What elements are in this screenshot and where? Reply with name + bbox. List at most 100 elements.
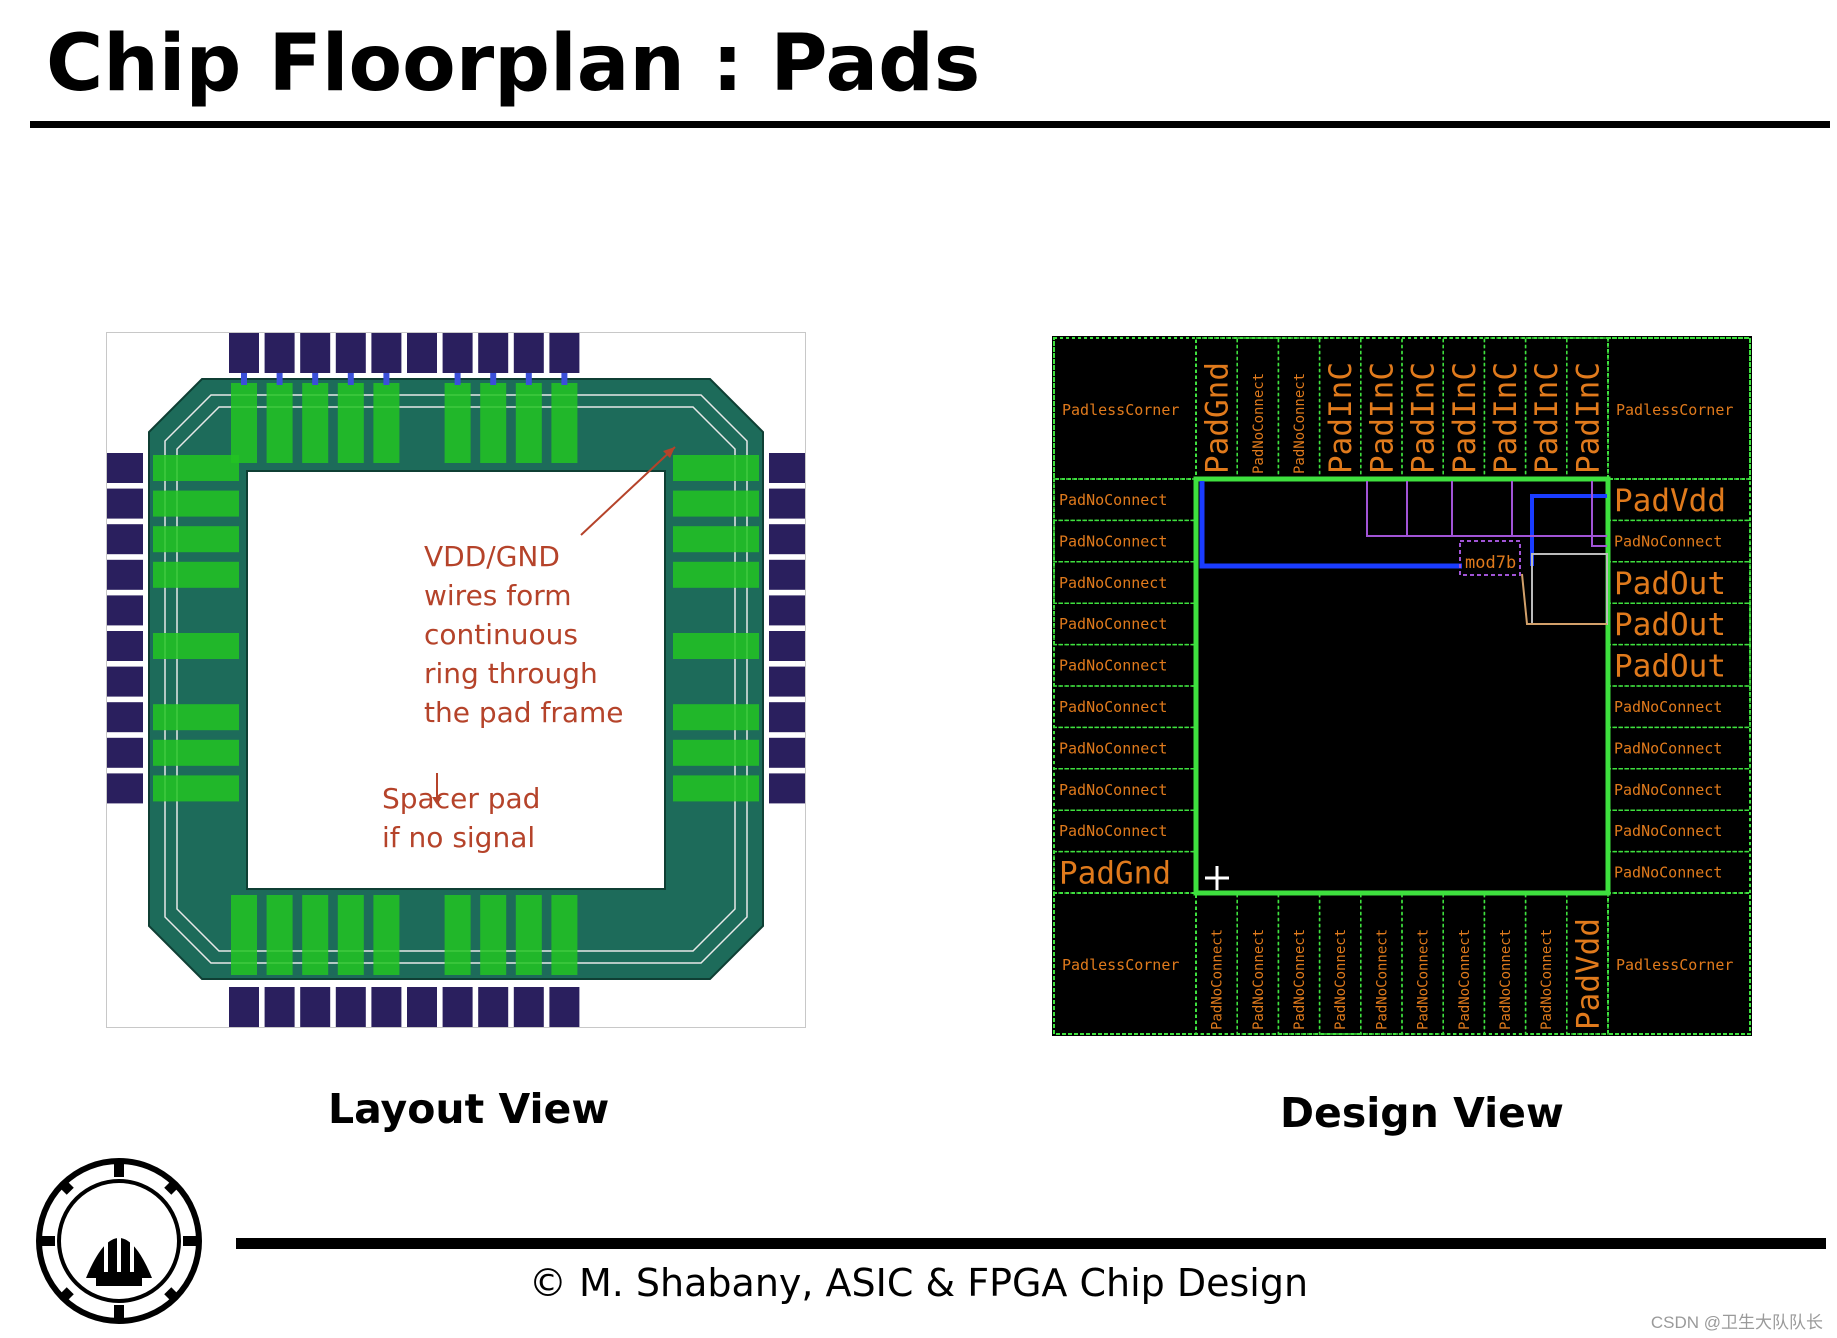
footer-divider <box>236 1238 1826 1249</box>
layout-pad-right <box>769 524 805 555</box>
layout-cell-top <box>337 383 364 463</box>
pad-cell-top <box>1236 337 1280 480</box>
pad-label-right: PadNoConnect <box>1614 532 1722 550</box>
pad-label-right: PadOut <box>1614 649 1726 685</box>
layout-pad-top <box>442 333 473 373</box>
pad-label-right: PadNoConnect <box>1614 864 1722 882</box>
layout-pad-top <box>229 333 259 373</box>
layout-pin <box>525 373 532 385</box>
layout-cell-top <box>551 383 578 463</box>
pad-label-right: PadNoConnect <box>1614 781 1722 799</box>
layout-pad-bottom <box>264 987 295 1027</box>
layout-pin <box>347 373 354 385</box>
layout-cell-bottom <box>444 895 471 975</box>
pad-cell-top <box>1566 337 1609 480</box>
pad-cell-right <box>1607 768 1751 811</box>
layout-cell-bottom <box>373 895 400 975</box>
pad-label-top: PadInC <box>1529 362 1565 474</box>
layout-view-caption: Layout View <box>328 1085 610 1133</box>
pad-label-bottom: PadNoConnect <box>1333 929 1349 1030</box>
layout-cell-bottom <box>231 895 257 975</box>
pad-cell-right <box>1607 519 1751 563</box>
layout-cell-left <box>153 775 239 802</box>
pad-cell-right <box>1607 602 1751 646</box>
pad-label-bottom: PadNoConnect <box>1292 929 1308 1030</box>
layout-cell-right <box>673 561 759 588</box>
corner-cell <box>1607 337 1751 480</box>
layout-cell-bottom <box>515 895 542 975</box>
pad-label-left: PadNoConnect <box>1059 615 1167 633</box>
layout-pad-right <box>769 702 805 733</box>
pad-label-left: PadNoConnect <box>1059 781 1167 799</box>
title-divider <box>30 121 1830 128</box>
pad-cell-right <box>1607 685 1751 729</box>
layout-pad-right <box>769 773 805 804</box>
layout-view-drawing <box>107 333 805 1027</box>
layout-pin <box>561 373 568 385</box>
pad-cell-right <box>1607 643 1751 687</box>
corner-cell <box>1053 892 1197 1035</box>
pad-label-bottom: PadNoConnect <box>1539 929 1555 1030</box>
pad-cell-top <box>1277 337 1321 480</box>
layout-pin <box>490 373 497 385</box>
pad-label-left: PadNoConnect <box>1059 822 1167 840</box>
pad-label-top: PadInC <box>1364 362 1400 474</box>
pad-label-right: PadVdd <box>1614 483 1726 519</box>
pad-label-left: PadNoConnect <box>1059 574 1167 592</box>
layout-pad-left <box>107 737 143 768</box>
layout-pad-top <box>407 333 437 373</box>
layout-cell-left <box>153 633 239 659</box>
corner-label: PadlessCorner <box>1062 956 1179 974</box>
pad-label-top: PadGnd <box>1200 362 1236 474</box>
layout-pad-right <box>769 666 805 697</box>
layout-cell-bottom <box>337 895 364 975</box>
layout-pin <box>312 373 319 385</box>
layout-cell-bottom <box>551 895 578 975</box>
layout-cell-top <box>302 383 329 463</box>
pad-label-bottom: PadNoConnect <box>1374 929 1390 1030</box>
pad-label-left: PadGnd <box>1059 856 1171 892</box>
pad-cell-right <box>1607 561 1751 604</box>
layout-pad-bottom <box>407 987 437 1027</box>
layout-cell-bottom <box>266 895 293 975</box>
pad-label-bottom: PadNoConnect <box>1210 929 1226 1030</box>
pad-label-right: PadNoConnect <box>1614 739 1722 757</box>
pad-label-right: PadOut <box>1614 607 1726 643</box>
pad-cell-right <box>1607 726 1751 770</box>
layout-pad-right <box>769 631 805 661</box>
layout-pin <box>454 373 461 385</box>
layout-cell-right <box>673 526 759 553</box>
layout-pin <box>383 373 390 385</box>
layout-pad-left <box>107 595 143 626</box>
layout-cell-right <box>673 704 759 731</box>
layout-pad-top <box>549 333 580 373</box>
layout-view-figure <box>106 332 806 1028</box>
pad-label-bottom: PadNoConnect <box>1416 929 1432 1030</box>
layout-pad-top <box>513 333 544 373</box>
pad-label-bottom: PadNoConnect <box>1457 929 1473 1030</box>
layout-cell-right <box>673 490 759 517</box>
pad-cell-top <box>1318 337 1362 480</box>
pad-label-top: PadInC <box>1570 362 1606 474</box>
layout-pad-bottom <box>371 987 402 1027</box>
layout-pad-bottom <box>300 987 331 1027</box>
pad-label-bottom: PadNoConnect <box>1251 929 1267 1030</box>
layout-cell-top <box>373 383 400 463</box>
layout-cell-right <box>673 775 759 802</box>
university-seal-logo <box>36 1158 202 1324</box>
layout-pad-bottom <box>549 987 580 1027</box>
pad-label-left: PadNoConnect <box>1059 491 1167 509</box>
pad-label-top: PadInC <box>1406 362 1442 474</box>
pad-label-right: PadOut <box>1614 566 1726 602</box>
pad-cell-top <box>1524 337 1568 480</box>
pad-label-bottom: PadNoConnect <box>1498 929 1514 1030</box>
pad-label-right: PadNoConnect <box>1614 698 1722 716</box>
annotation-ring-text: VDD/GND wires form continuous ring throu… <box>424 540 624 729</box>
core-outline <box>1193 476 1611 896</box>
pad-cell-top <box>1483 337 1527 480</box>
corner-label: PadlessCorner <box>1616 956 1733 974</box>
layout-pad-bottom <box>442 987 473 1027</box>
layout-cell-bottom <box>480 895 507 975</box>
